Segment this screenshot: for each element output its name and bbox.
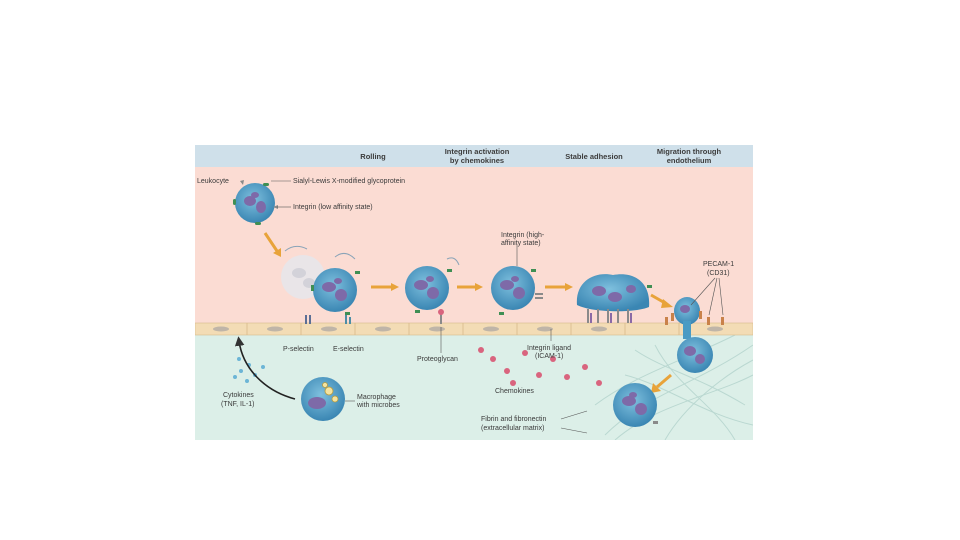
label-integrin-ligand-line1: Integrin ligand xyxy=(527,345,571,352)
label-pecam-line2: (CD31) xyxy=(707,270,730,277)
vessel-lumen xyxy=(195,167,753,325)
label-sialyl-lewis: Sialyl-Lewis X-modified glycoprotein xyxy=(293,178,405,185)
label-leukocyte: Leukocyte xyxy=(197,178,229,185)
endothelium xyxy=(194,322,754,336)
step-arrow-5-icon xyxy=(656,373,672,389)
rolling-motion-arrow-icon-2 xyxy=(334,253,356,260)
header-migration-line2: endothelium xyxy=(667,156,712,165)
label-cytokines-line2: (TNF, IL-1) xyxy=(221,401,254,408)
header-band xyxy=(195,145,753,167)
step-arrow-4-head-icon xyxy=(661,299,673,308)
step-arrow-icon xyxy=(263,232,279,252)
rolling-leukocyte-icon xyxy=(311,268,360,315)
diagram-canvas: Rolling Integrin activation by chemokine… xyxy=(194,145,754,441)
step-arrow-1-head-icon xyxy=(391,283,399,291)
extracellular-matrix-fibers xyxy=(594,334,754,441)
leukocyte-recruitment-diagram: Rolling Integrin activation by chemokine… xyxy=(194,145,754,441)
header-stable-adhesion: Stable adhesion xyxy=(565,152,623,161)
leukocyte-cell-icon xyxy=(233,180,278,225)
activating-leukocyte-icon xyxy=(405,266,452,313)
migrated-leukocyte-icon xyxy=(613,383,658,427)
adherent-leukocyte-icon xyxy=(576,274,652,323)
label-integrin-ligand-line2: (ICAM-1) xyxy=(535,353,563,360)
label-cytokines-line1: Cytokines xyxy=(223,392,254,399)
header-integrin-activation-line1: Integrin activation xyxy=(445,147,510,156)
tissue-region xyxy=(195,333,753,440)
transmigrating-leukocyte-icon xyxy=(674,297,713,373)
label-integrin-low: Integrin (low affinity state) xyxy=(293,204,373,211)
label-pecam-line1: PECAM-1 xyxy=(703,261,734,268)
label-chemokines: Chemokines xyxy=(495,388,534,395)
step-arrow-5-head-icon xyxy=(651,383,661,393)
label-macrophage-line1: Macrophage xyxy=(357,394,396,401)
p-selectin-marker-icon xyxy=(305,315,311,324)
rolling-motion-arrow-icon xyxy=(284,245,308,252)
label-e-selectin: E-selectin xyxy=(333,346,364,353)
pecam-marker-icon xyxy=(665,311,724,325)
label-fibrin-line2: (extracellular matrix) xyxy=(481,425,544,432)
high-affinity-leukocyte-icon xyxy=(491,266,543,315)
e-selectin-marker-icon xyxy=(345,315,351,324)
header-rolling: Rolling xyxy=(360,152,386,161)
label-p-selectin: P-selectin xyxy=(283,346,314,353)
rolling-motion-arrow-icon-3 xyxy=(446,257,460,266)
chemokine-dots xyxy=(478,347,602,386)
proteoglycan-marker-icon xyxy=(438,309,444,324)
header-migration-line1: Migration through xyxy=(657,147,722,156)
header-integrin-activation-line2: by chemokines xyxy=(450,156,504,165)
label-integrin-high-line1: Integrin (high- xyxy=(501,232,545,239)
label-fibrin-line1: Fibrin and fibronectin xyxy=(481,416,546,423)
label-integrin-high-line2: affinity state) xyxy=(501,240,541,247)
step-arrow-3-head-icon xyxy=(565,283,573,291)
step-arrow-2-head-icon xyxy=(475,283,483,291)
label-proteoglycan: Proteoglycan xyxy=(417,356,458,363)
cytokine-signal-arrow-icon xyxy=(234,336,296,400)
macrophage-icon xyxy=(301,377,345,421)
step-arrow-head-icon xyxy=(273,248,281,257)
label-macrophage-line2: with microbes xyxy=(356,402,400,409)
